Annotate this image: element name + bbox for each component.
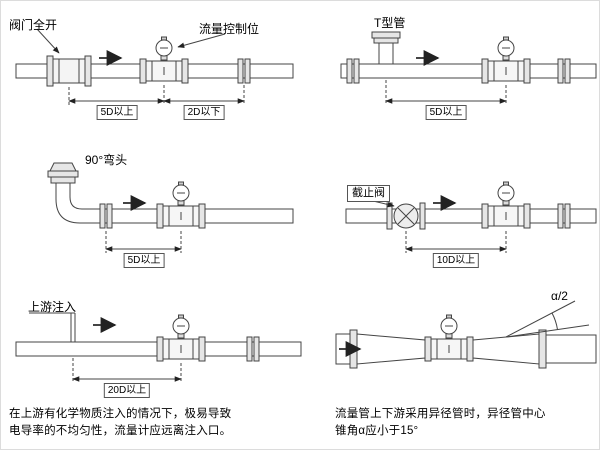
leader-control: [177, 33, 226, 49]
elbow-label: 90°弯头: [85, 153, 128, 167]
dim-label-5d-upstream: 5D以上: [96, 105, 138, 120]
t-pipe-label: T型管: [374, 16, 406, 30]
flowmeter: [424, 314, 474, 362]
gate-valve: [46, 55, 92, 87]
dim-label-5d-t: 5D以上: [425, 105, 467, 120]
angle-line-axis: [505, 324, 590, 338]
dim-label-2d-downstream: 2D以下: [183, 105, 225, 120]
flow-control-label: 流量控制位: [199, 22, 260, 36]
angle-line-slope: [505, 300, 576, 338]
valve-open-label: 阀门全开: [9, 18, 58, 32]
elbow-stub: [49, 162, 77, 172]
dim-label-20d: 20D以上: [103, 383, 151, 398]
injection-caption-line2: 电导率的不均匀性，流量计应远离注入口。: [9, 425, 232, 437]
angle-label: α/2: [551, 289, 568, 303]
injection-label: 上游注入: [28, 300, 77, 314]
flowmeter: [156, 181, 206, 229]
reducer-caption-line2: 锥角α应小于15°: [335, 425, 419, 437]
panel-injection: [15, 312, 302, 383]
pipe: [340, 63, 597, 79]
reducer-cone-right: [472, 333, 540, 365]
panel-valve-open: [15, 28, 294, 105]
flowmeter: [139, 36, 189, 84]
panel-t-pipe: [340, 31, 597, 105]
t-branch: [371, 31, 401, 65]
panel-reducer: [335, 300, 597, 369]
panel-stop-valve: [345, 181, 597, 253]
injection-caption-line1: 在上游有化学物质注入的情况下，极易导致: [9, 408, 232, 420]
flowmeter: [481, 36, 531, 84]
leader-valve: [36, 28, 60, 54]
stop-valve-label: 截止阀: [347, 185, 390, 202]
dim-label-10d: 10D以上: [432, 253, 480, 268]
angle-arc: [551, 312, 558, 330]
flowmeter: [481, 181, 531, 229]
pipe: [545, 334, 597, 364]
reducer-caption-line1: 流量管上下游采用异径管时，异径管中心: [335, 408, 546, 420]
dim-label-5d-elbow: 5D以上: [123, 253, 165, 268]
reducer-cone-left: [356, 333, 426, 365]
panel-elbow: [47, 162, 294, 253]
flowmeter: [156, 314, 206, 362]
elbow-pipe: [55, 182, 294, 224]
flange: [538, 329, 547, 369]
